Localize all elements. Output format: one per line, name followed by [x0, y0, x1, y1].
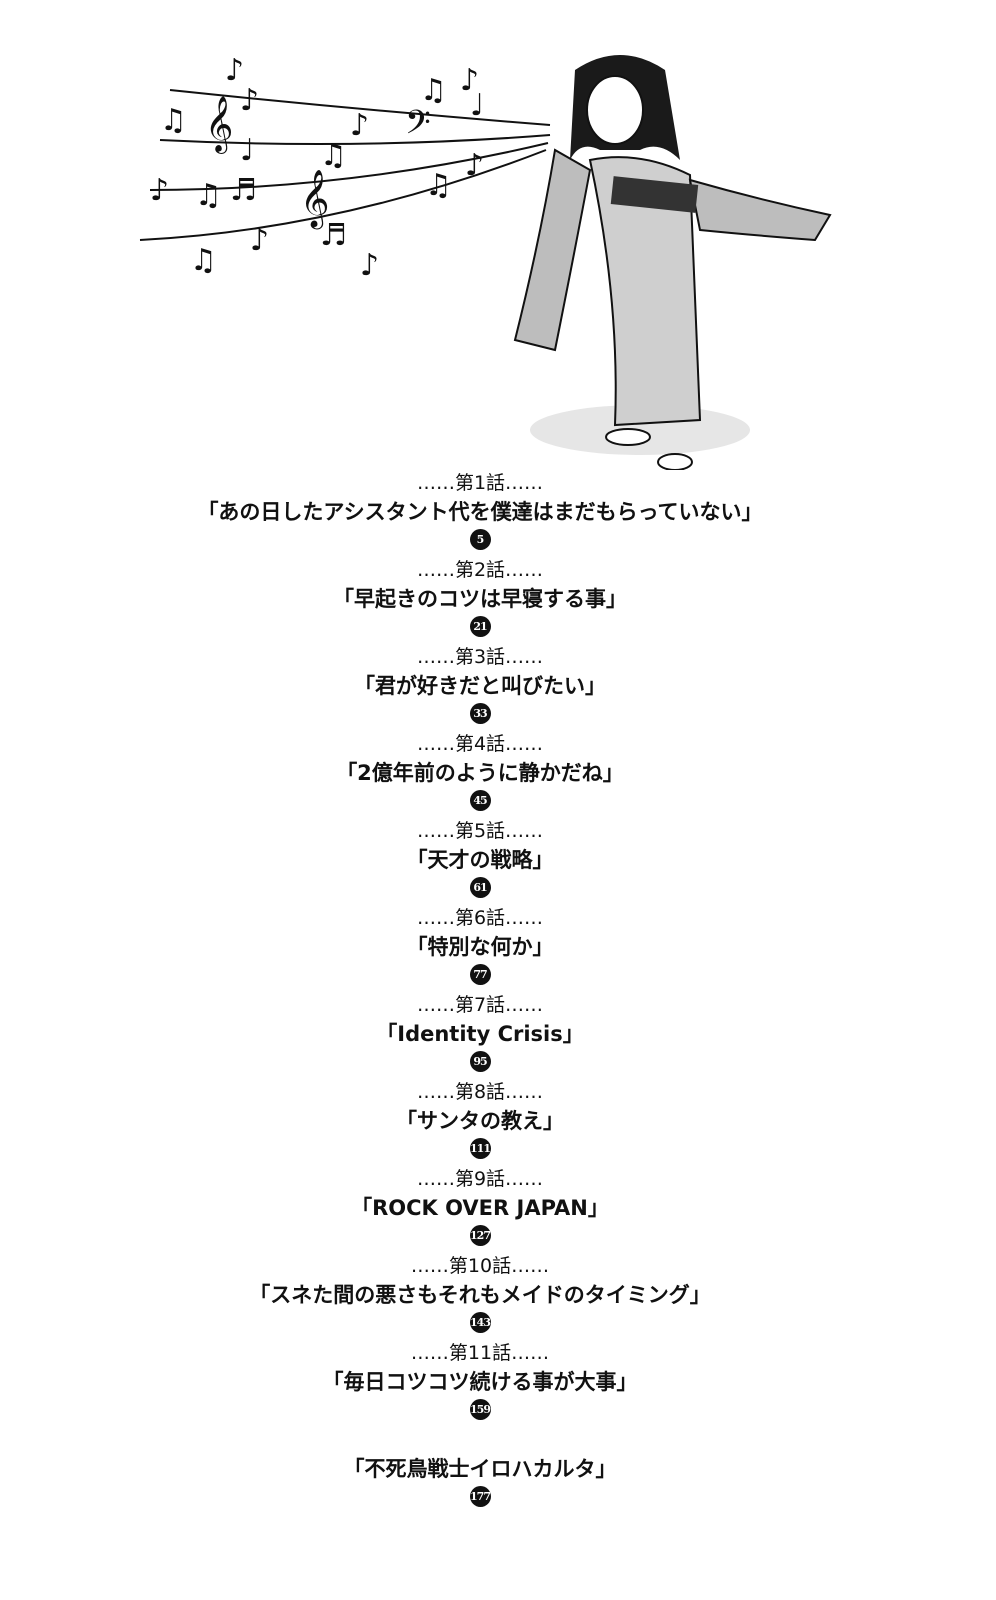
page-number-badge: 33 — [469, 703, 491, 724]
toc-entry[interactable]: ……第1話…… 「あの日したアシスタント代を僕達はまだもらっていない」 5 — [0, 472, 960, 550]
svg-text:♪: ♪ — [360, 248, 379, 283]
svg-text:♪: ♪ — [350, 108, 369, 143]
episode-label: ……第6話…… — [416, 907, 544, 929]
episode-title[interactable]: 「ROCK OVER JAPAN」 — [351, 1196, 609, 1220]
svg-text:♩: ♩ — [240, 133, 254, 168]
svg-text:♫: ♫ — [425, 168, 452, 203]
episode-label: ……第11話…… — [410, 1342, 550, 1364]
episode-label — [0, 1429, 960, 1451]
music-staff-lines — [139, 89, 551, 241]
svg-text:♫: ♫ — [160, 103, 187, 138]
episode-label: ……第3話…… — [416, 646, 544, 668]
page-number-badge: 127 — [469, 1225, 491, 1246]
svg-text:♪: ♪ — [250, 223, 269, 258]
page-number-badge: 177 — [469, 1486, 491, 1507]
svg-text:♪: ♪ — [225, 53, 244, 88]
episode-label: ……第9話…… — [416, 1168, 544, 1190]
kimono-girl-music-illustration: ♫𝄞 ♪♩ ♪♫♬ 𝄞♫ ♪𝄢 ♫♪♩ ♫♪ ♫♪ ♬♪♪ — [139, 53, 832, 470]
svg-text:♬: ♬ — [320, 218, 347, 253]
kimono-girl-figure — [513, 55, 832, 470]
episode-title[interactable]: 「特別な何か」 — [406, 935, 554, 959]
episode-label: ……第10話…… — [410, 1255, 550, 1277]
episode-label: ……第5話…… — [416, 820, 544, 842]
toc-entry[interactable]: ……第3話…… 「君が好きだと叫びたい」 33 — [0, 646, 960, 724]
page-number-badge: 21 — [469, 616, 491, 637]
svg-text:♫: ♫ — [195, 178, 222, 213]
toc-entry[interactable]: ……第6話…… 「特別な何か」 77 — [0, 907, 960, 985]
svg-text:♪: ♪ — [465, 148, 484, 183]
episode-title[interactable]: 「サンタの教え」 — [396, 1109, 564, 1133]
episode-label: ……第7話…… — [416, 994, 544, 1016]
svg-text:𝄞: 𝄞 — [205, 96, 233, 154]
page-number-badge: 143 — [469, 1312, 491, 1333]
svg-text:♩: ♩ — [470, 88, 484, 123]
episode-title[interactable]: 「天才の戦略」 — [406, 848, 554, 872]
toc-entry[interactable]: ……第9話…… 「ROCK OVER JAPAN」 127 — [0, 1168, 960, 1246]
episode-label: ……第8話…… — [416, 1081, 544, 1103]
page-number-badge: 45 — [469, 790, 491, 811]
episode-label: ……第2話…… — [416, 559, 544, 581]
svg-text:♪: ♪ — [150, 173, 169, 208]
svg-text:♪: ♪ — [460, 63, 479, 98]
episode-label: ……第1話…… — [416, 472, 544, 494]
episode-title[interactable]: 「早起きのコツは早寝する事」 — [333, 587, 627, 611]
episode-title[interactable]: 「2億年前のように静かだね」 — [336, 761, 624, 785]
svg-text:♫: ♫ — [190, 243, 217, 278]
toc-entry[interactable]: ……第11話…… 「毎日コツコツ続ける事が大事」 159 — [0, 1342, 960, 1420]
svg-text:♪: ♪ — [240, 83, 259, 118]
episode-title[interactable]: 「毎日コツコツ続ける事が大事」 — [322, 1370, 638, 1394]
page-number-badge: 95 — [469, 1051, 491, 1072]
page-number-badge: 61 — [469, 877, 491, 898]
svg-text:♫: ♫ — [420, 73, 447, 108]
toc-entry[interactable]: ……第7話…… 「Identity Crisis」 95 — [0, 994, 960, 1072]
episode-label: ……第4話…… — [416, 733, 544, 755]
toc-entry[interactable]: ……第8話…… 「サンタの教え」 111 — [0, 1081, 960, 1159]
toc-entry[interactable]: ……第4話…… 「2億年前のように静かだね」 45 — [0, 733, 960, 811]
page-number-badge: 159 — [469, 1399, 491, 1420]
episode-title[interactable]: 「Identity Crisis」 — [376, 1022, 584, 1046]
svg-text:𝄢: 𝄢 — [405, 104, 431, 150]
toc-entry[interactable]: ……第5話…… 「天才の戦略」 61 — [0, 820, 960, 898]
episode-title[interactable]: 「スネた間の悪さもそれもメイドのタイミング」 — [249, 1283, 711, 1307]
episode-title[interactable]: 「君が好きだと叫びたい」 — [354, 674, 606, 698]
toc-entry[interactable]: ……第2話…… 「早起きのコツは早寝する事」 21 — [0, 559, 960, 637]
svg-text:𝄞: 𝄞 — [300, 169, 330, 230]
page-number-badge: 77 — [469, 964, 491, 985]
svg-text:♫: ♫ — [320, 138, 347, 173]
page-number-badge: 111 — [469, 1138, 491, 1159]
page-number-badge: 5 — [469, 529, 491, 550]
episode-title[interactable]: 「あの日したアシスタント代を僕達はまだもらっていない」 — [197, 500, 763, 524]
music-notes-icon: ♫𝄞 ♪♩ ♪♫♬ 𝄞♫ ♪𝄢 ♫♪♩ ♫♪ ♫♪ ♬♪♪ — [150, 53, 484, 283]
episode-title[interactable]: 「不死鳥戦士イロハカルタ」 — [343, 1457, 617, 1481]
svg-text:♬: ♬ — [230, 173, 257, 208]
toc-entry[interactable]: ……第10話…… 「スネた間の悪さもそれもメイドのタイミング」 143 — [0, 1255, 960, 1333]
toc-entry[interactable]: 「不死鳥戦士イロハカルタ」 177 — [0, 1429, 960, 1507]
